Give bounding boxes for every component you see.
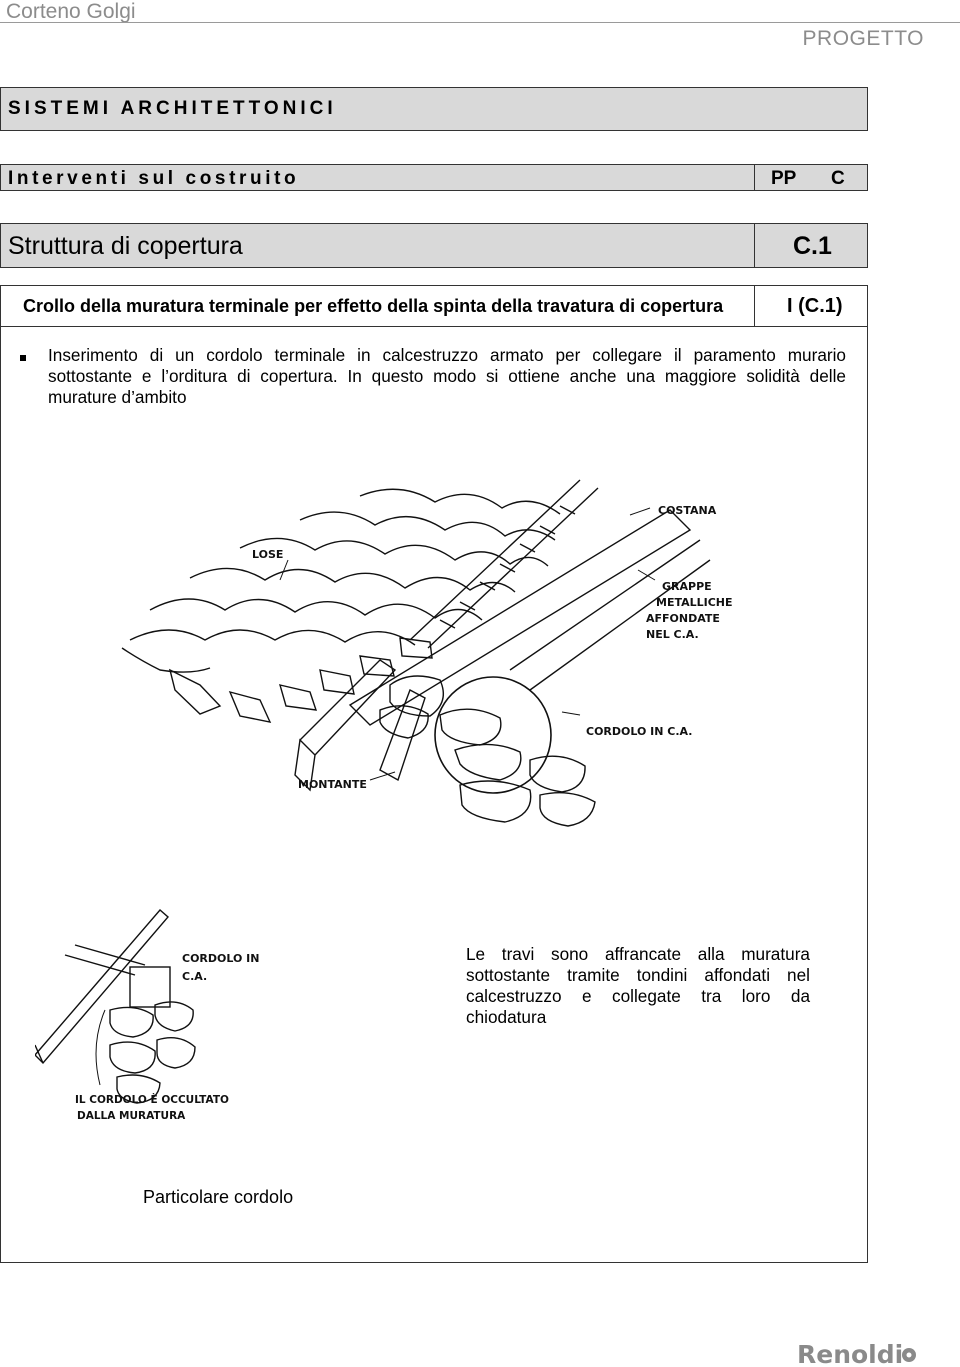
detail-circle xyxy=(434,676,552,794)
detail-label-occultato-2: DALLA MURATURA xyxy=(77,1110,186,1122)
subsection-title: Interventi sul costruito xyxy=(8,168,300,189)
ridge-beam xyxy=(348,509,692,726)
intervention-paragraph: Inserimento di un cordolo terminale in c… xyxy=(48,345,846,407)
detail-label-occultato-1: IL CORDOLO È OCCULTATO xyxy=(75,1093,229,1106)
subsection-code-c: C xyxy=(831,168,845,189)
anchoring-note: Le travi sono affrancate alla muratura s… xyxy=(466,944,810,1027)
label-cordolo: CORDOLO IN C.A. xyxy=(586,725,692,738)
detail-caption: Particolare cordolo xyxy=(143,1187,294,1207)
detail-rafter xyxy=(35,909,169,1065)
subsection-code-pp: PP xyxy=(771,168,797,189)
label-grappe-1: GRAPPE xyxy=(662,580,712,593)
header-project: PROGETTO xyxy=(802,27,924,50)
label-montante: MONTANTE xyxy=(298,778,367,791)
rafter-ladder xyxy=(409,479,599,649)
detail-label-cordolo-1: CORDOLO IN xyxy=(182,952,259,965)
issue-code: I (C.1) xyxy=(787,295,843,317)
renoldi-logo: Renoldi xyxy=(797,1340,916,1367)
section-bar: SISTEMI ARCHITETTONICI xyxy=(0,87,868,131)
label-lose: LOSE xyxy=(252,548,283,561)
montante-post xyxy=(294,659,397,792)
subsection-bar: Interventi sul costruito PP C xyxy=(0,164,868,191)
issue-bar: Crollo della muratura terminale per effe… xyxy=(0,285,868,327)
stone-tiles xyxy=(121,488,561,723)
subsection-divider xyxy=(754,165,755,190)
label-grappe-3: AFFONDATE xyxy=(646,612,720,625)
detail-label-cordolo-2: C.A. xyxy=(182,970,207,983)
detail-wall-stones xyxy=(109,1001,196,1104)
topic-bar: Struttura di copertura C.1 xyxy=(0,223,868,268)
topic-title: Struttura di copertura xyxy=(8,232,243,260)
issue-title: Crollo della muratura terminale per effe… xyxy=(23,296,724,316)
wall-stones xyxy=(379,675,596,827)
header-location: Corteno Golgi xyxy=(6,0,136,23)
header-rule xyxy=(0,22,960,23)
issue-divider xyxy=(754,286,755,326)
section-title: SISTEMI ARCHITETTONICI xyxy=(8,98,337,119)
topic-code: C.1 xyxy=(793,232,832,260)
topic-divider xyxy=(754,224,755,267)
bullet-icon xyxy=(20,355,26,361)
label-grappe-2: METALLICHE xyxy=(656,596,733,609)
cordolo-detail-drawing: CORDOLO IN C.A. IL CORDOLO È OCCULTATO D… xyxy=(35,909,259,1122)
logo-text: Renoldi xyxy=(797,1340,903,1367)
roof-eave-drawing: COSTANA LOSE GRAPPE METALLICHE AFFONDATE… xyxy=(121,479,733,827)
content-box xyxy=(0,327,868,1263)
label-grappe-4: NEL C.A. xyxy=(646,628,699,641)
detail-cordolo-block xyxy=(129,966,171,1008)
label-costana: COSTANA xyxy=(658,504,717,517)
